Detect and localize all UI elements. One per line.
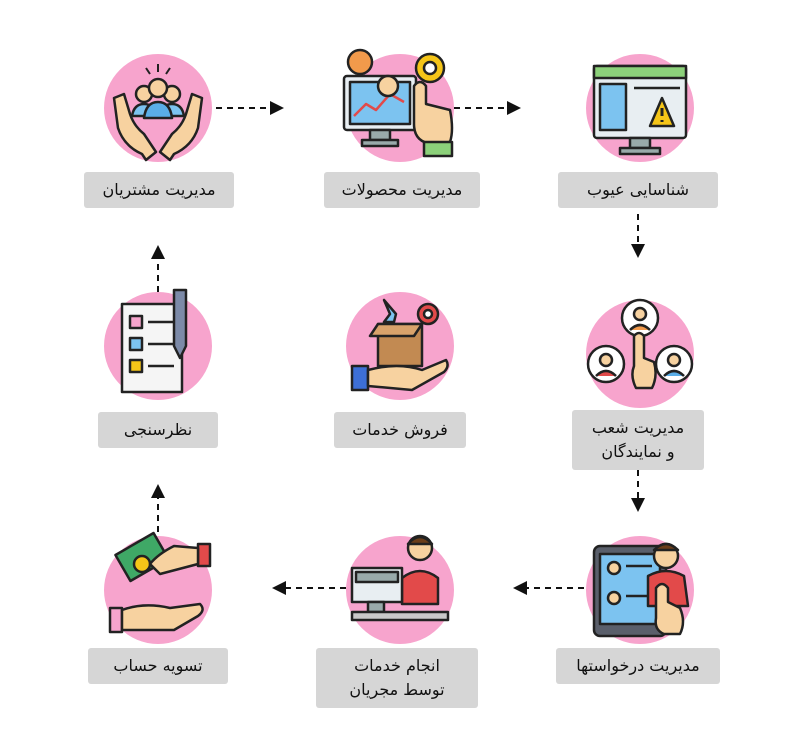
technician-desk-icon	[350, 534, 450, 622]
customer-care-icon	[112, 64, 204, 162]
label-product-management: مدیریت محصولات	[324, 172, 480, 208]
request-tablet-icon	[592, 542, 690, 638]
label-survey: نظرسنجی	[98, 412, 218, 448]
service-box-icon	[350, 298, 449, 392]
label-settlement: تسویه حساب	[88, 648, 228, 684]
label-request-management: مدیریت درخواستها	[556, 648, 720, 684]
network-people-icon	[586, 298, 694, 390]
label-service-execution: انجام خدمات توسط مجریان	[316, 648, 478, 708]
survey-clipboard-icon	[120, 288, 188, 394]
label-customer-management: مدیریت مشتریان	[84, 172, 234, 208]
label-defect-detection: شناسایی عیوب	[558, 172, 718, 208]
label-branch-management: مدیریت شعب و نمایندگان	[572, 410, 704, 470]
warning-monitor-icon	[592, 64, 688, 156]
product-dashboard-icon	[342, 48, 454, 158]
label-service-sales: فروش خدمات	[334, 412, 466, 448]
payment-hands-icon	[108, 531, 212, 634]
